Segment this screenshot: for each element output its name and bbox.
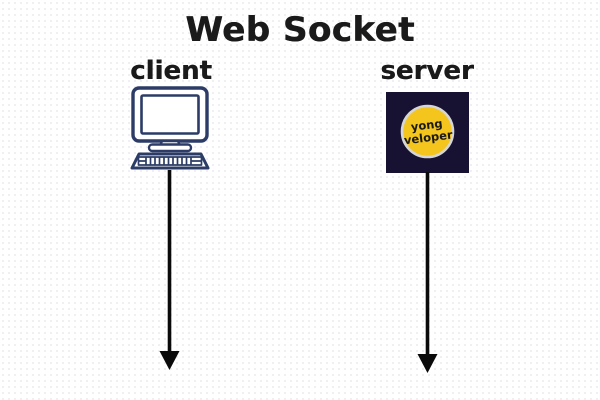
client-arrow-head [159, 351, 180, 370]
server-arrow-head [417, 354, 438, 373]
server-down-arrow-icon [417, 172, 438, 373]
logo-text-line2: veloper [403, 127, 454, 147]
yongveloper-logo: yong veloper [386, 92, 469, 173]
monitor-stand-base [147, 143, 193, 153]
monitor-screen [140, 94, 200, 135]
client-down-arrow-icon [159, 170, 180, 370]
keyboard-keys [137, 156, 203, 166]
client-label: client [130, 56, 212, 86]
diagram-title: Web Socket [185, 10, 415, 50]
server-label: server [380, 56, 474, 86]
logo-text-line1: yong [410, 116, 443, 134]
logo-text-group: yong veloper [403, 116, 454, 147]
computer-outline-group [130, 86, 210, 170]
desktop-computer-icon [130, 86, 210, 170]
logo-circle [400, 104, 455, 159]
